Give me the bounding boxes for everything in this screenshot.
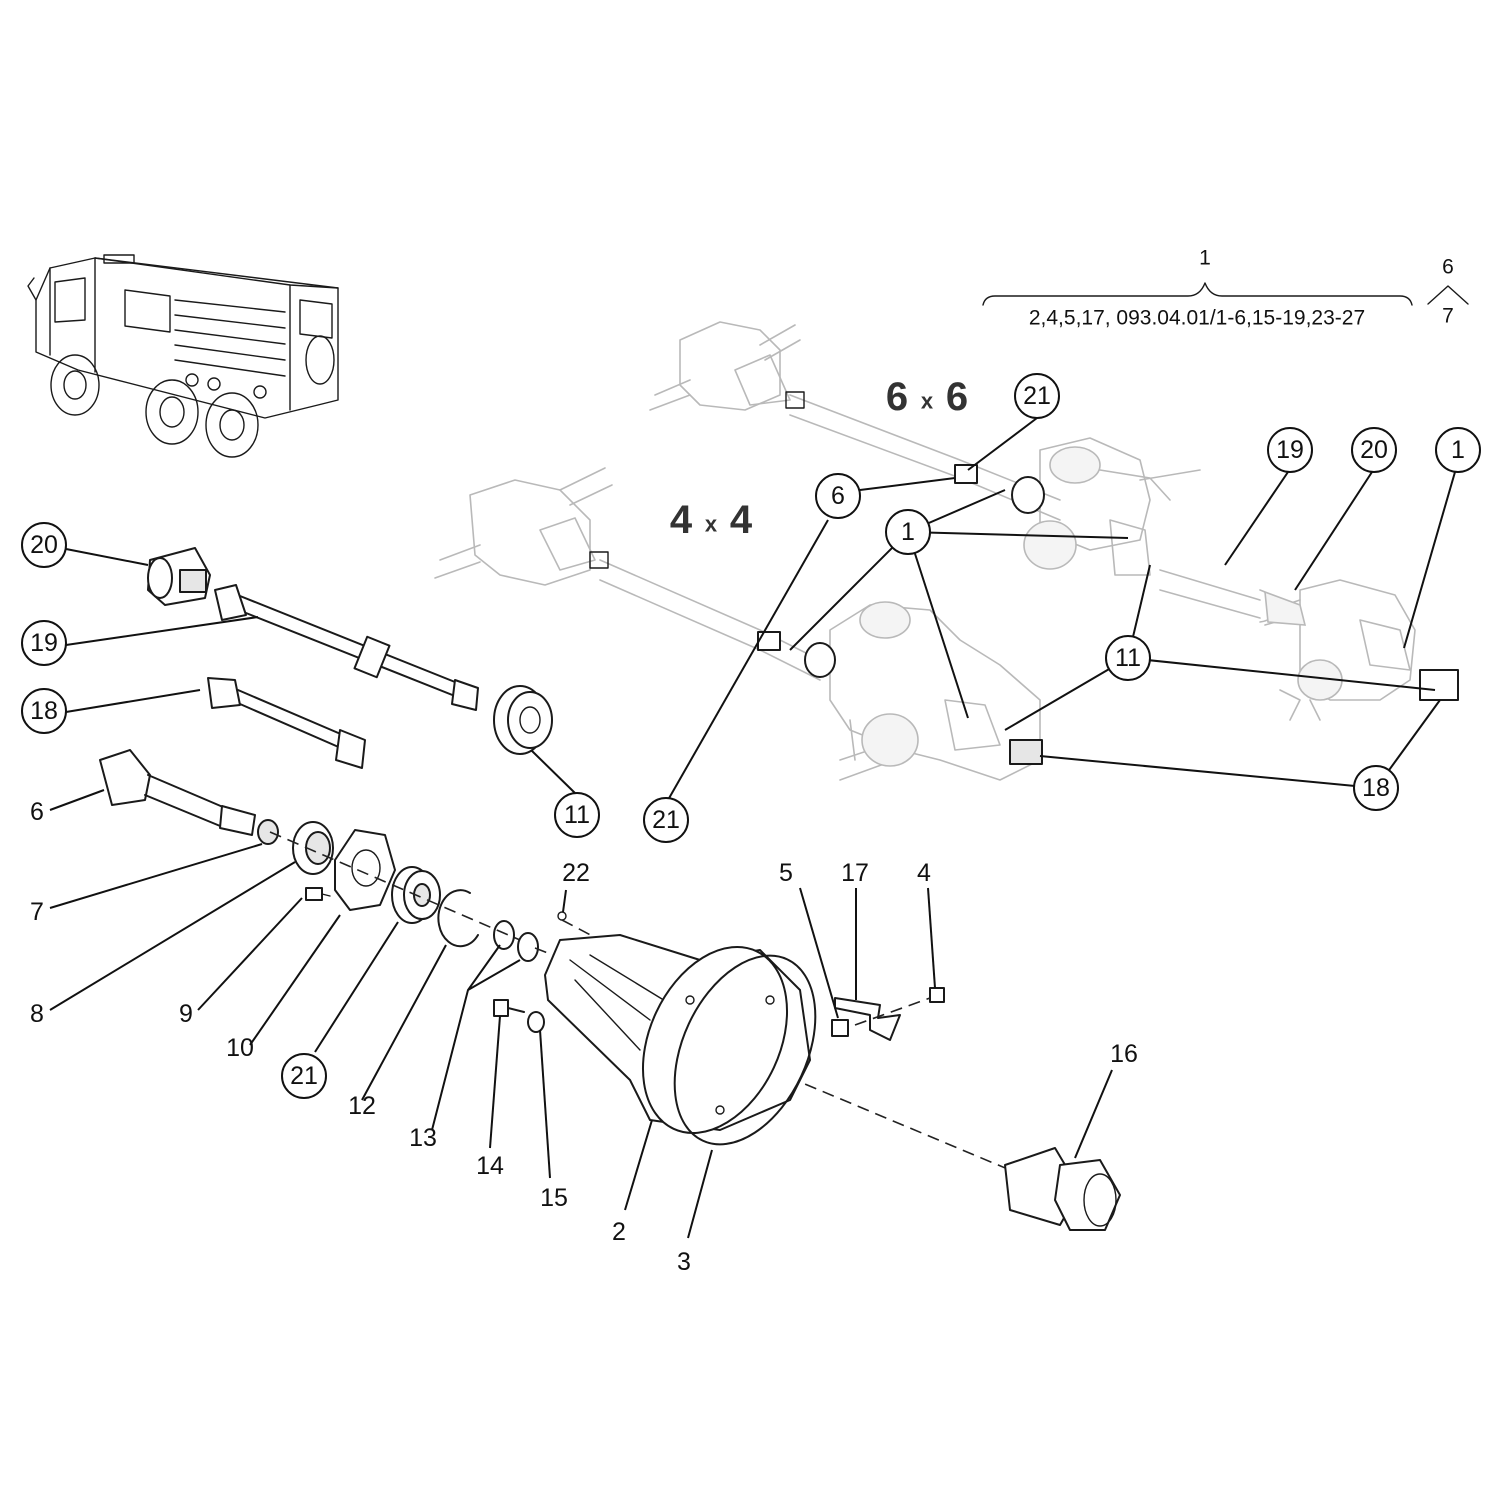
svg-text:21: 21 [652, 806, 680, 834]
svg-text:18: 18 [1362, 774, 1390, 802]
svg-text:11: 11 [564, 801, 590, 829]
label-14: 14 [476, 1152, 504, 1180]
callout-11-right: 11 [1105, 635, 1151, 681]
callout-11-left: 11 [554, 792, 600, 838]
callout-18-right: 18 [1353, 765, 1399, 811]
label-13: 13 [409, 1124, 437, 1152]
config-4x4: 4 x 4 [670, 498, 753, 542]
svg-text:19: 19 [1276, 436, 1304, 464]
svg-text:1: 1 [901, 518, 915, 546]
callout-21-left: 21 [281, 1053, 327, 1099]
label-3: 3 [677, 1248, 691, 1276]
label-10: 10 [226, 1034, 254, 1062]
config-4x4-x: x [705, 512, 718, 537]
svg-text:21: 21 [1023, 382, 1051, 410]
svg-text:21: 21 [290, 1062, 318, 1090]
leader-lines [49, 417, 1456, 1239]
svg-text:6: 6 [831, 482, 845, 510]
callout-19-right: 19 [1267, 427, 1313, 473]
housing-group [544, 934, 817, 1146]
label-12: 12 [348, 1092, 376, 1120]
config-6x6-right: 6 [946, 375, 968, 419]
svg-text:18: 18 [30, 697, 58, 725]
svg-text:20: 20 [30, 531, 58, 559]
label-22: 22 [562, 859, 590, 887]
label-4: 4 [917, 859, 931, 887]
left-shafts [99, 547, 553, 845]
alt-part-top: 6 [1442, 256, 1454, 279]
label-2: 2 [612, 1218, 626, 1246]
ghosted-axle-assembly [434, 321, 1459, 781]
label-5: 5 [779, 859, 793, 887]
label-9: 9 [179, 1000, 193, 1028]
config-4x4-left: 4 [670, 498, 693, 542]
svg-text:11: 11 [1115, 644, 1141, 672]
label-17: 17 [841, 859, 869, 887]
assembly-legend: 1 2,4,5,17, 093.04.01/1-6,15-19,23-27 6 … [982, 247, 1469, 330]
label-6: 6 [30, 798, 44, 826]
coupling-16 [1004, 1147, 1121, 1231]
vehicle-thumbnail [27, 254, 339, 458]
svg-text:19: 19 [30, 629, 58, 657]
label-15: 15 [540, 1184, 568, 1212]
label-8: 8 [30, 1000, 44, 1028]
config-6x6: 6 x 6 [886, 375, 968, 419]
config-6x6-x: x [921, 389, 934, 414]
callout-21-top: 21 [1014, 373, 1060, 419]
callout-6-mid: 6 [815, 473, 861, 519]
label-16: 16 [1110, 1040, 1138, 1068]
label-7: 7 [30, 898, 44, 926]
alt-part-bottom: 7 [1442, 305, 1454, 328]
config-4x4-right: 4 [730, 498, 753, 542]
svg-text:20: 20 [1360, 436, 1388, 464]
callout-1-right: 1 [1435, 427, 1481, 473]
plain-labels: 6 7 8 9 10 12 13 14 15 22 2 3 5 17 4 16 [30, 798, 1138, 1276]
callout-20-right: 20 [1351, 427, 1397, 473]
callout-19-left: 19 [21, 620, 67, 666]
callout-20-left: 20 [21, 522, 67, 568]
callout-1-mid: 1 [885, 509, 931, 555]
config-6x6-left: 6 [886, 375, 908, 419]
svg-text:1: 1 [1451, 436, 1465, 464]
assembly-contents: 2,4,5,17, 093.04.01/1-6,15-19,23-27 [1029, 307, 1365, 330]
middle-small-parts [269, 821, 1011, 1171]
assembly-number: 1 [1199, 247, 1211, 270]
callout-21-bottom: 21 [643, 797, 689, 843]
callout-18-left: 18 [21, 688, 67, 734]
